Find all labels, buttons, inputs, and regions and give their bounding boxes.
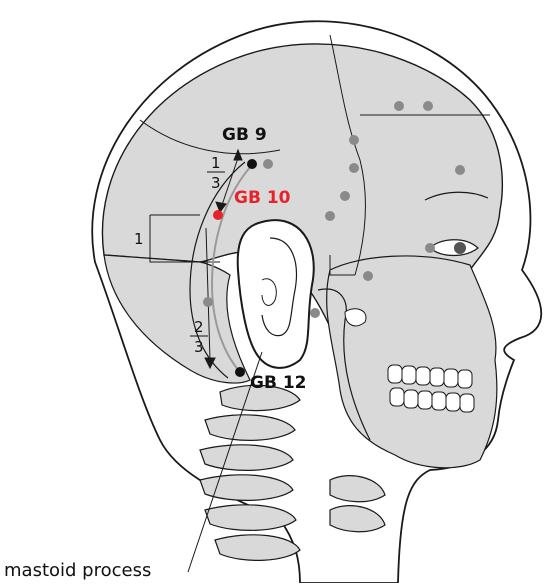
ear-canal <box>261 278 277 306</box>
guide-arc-inner <box>210 164 253 373</box>
fraction-marker-lower <box>204 227 216 370</box>
gray-points <box>203 101 465 318</box>
cervical-spine <box>199 384 386 561</box>
gb9-label: GB 9 <box>222 125 267 145</box>
teeth <box>387 364 475 413</box>
guide-arc-outer <box>189 161 246 379</box>
mandible-ramus <box>317 288 371 441</box>
skull-face <box>326 255 498 469</box>
gb10-label: GB 10 <box>234 188 291 208</box>
skull-occipital <box>103 254 251 384</box>
ear-inner <box>261 237 297 337</box>
fraction-lower-numerator: 2 <box>194 318 204 336</box>
mastoid-process-label: mastoid process <box>4 560 151 581</box>
skull-sutures <box>139 34 490 276</box>
eye <box>424 191 489 257</box>
gb12-label: GB 12 <box>250 373 307 393</box>
mastoid-leader-line <box>187 351 263 573</box>
ear <box>236 219 315 369</box>
fraction-marker-upper <box>215 148 243 214</box>
gb9-point <box>247 159 257 169</box>
fraction-lower-denominator: 3 <box>194 338 204 356</box>
jaw-joint <box>344 308 367 327</box>
measure-label: 1 <box>134 230 144 248</box>
fraction-upper-denominator: 3 <box>211 174 221 192</box>
gb12-point <box>235 367 245 377</box>
gb10-point <box>213 210 223 220</box>
fraction-upper-numerator: 1 <box>211 154 221 172</box>
